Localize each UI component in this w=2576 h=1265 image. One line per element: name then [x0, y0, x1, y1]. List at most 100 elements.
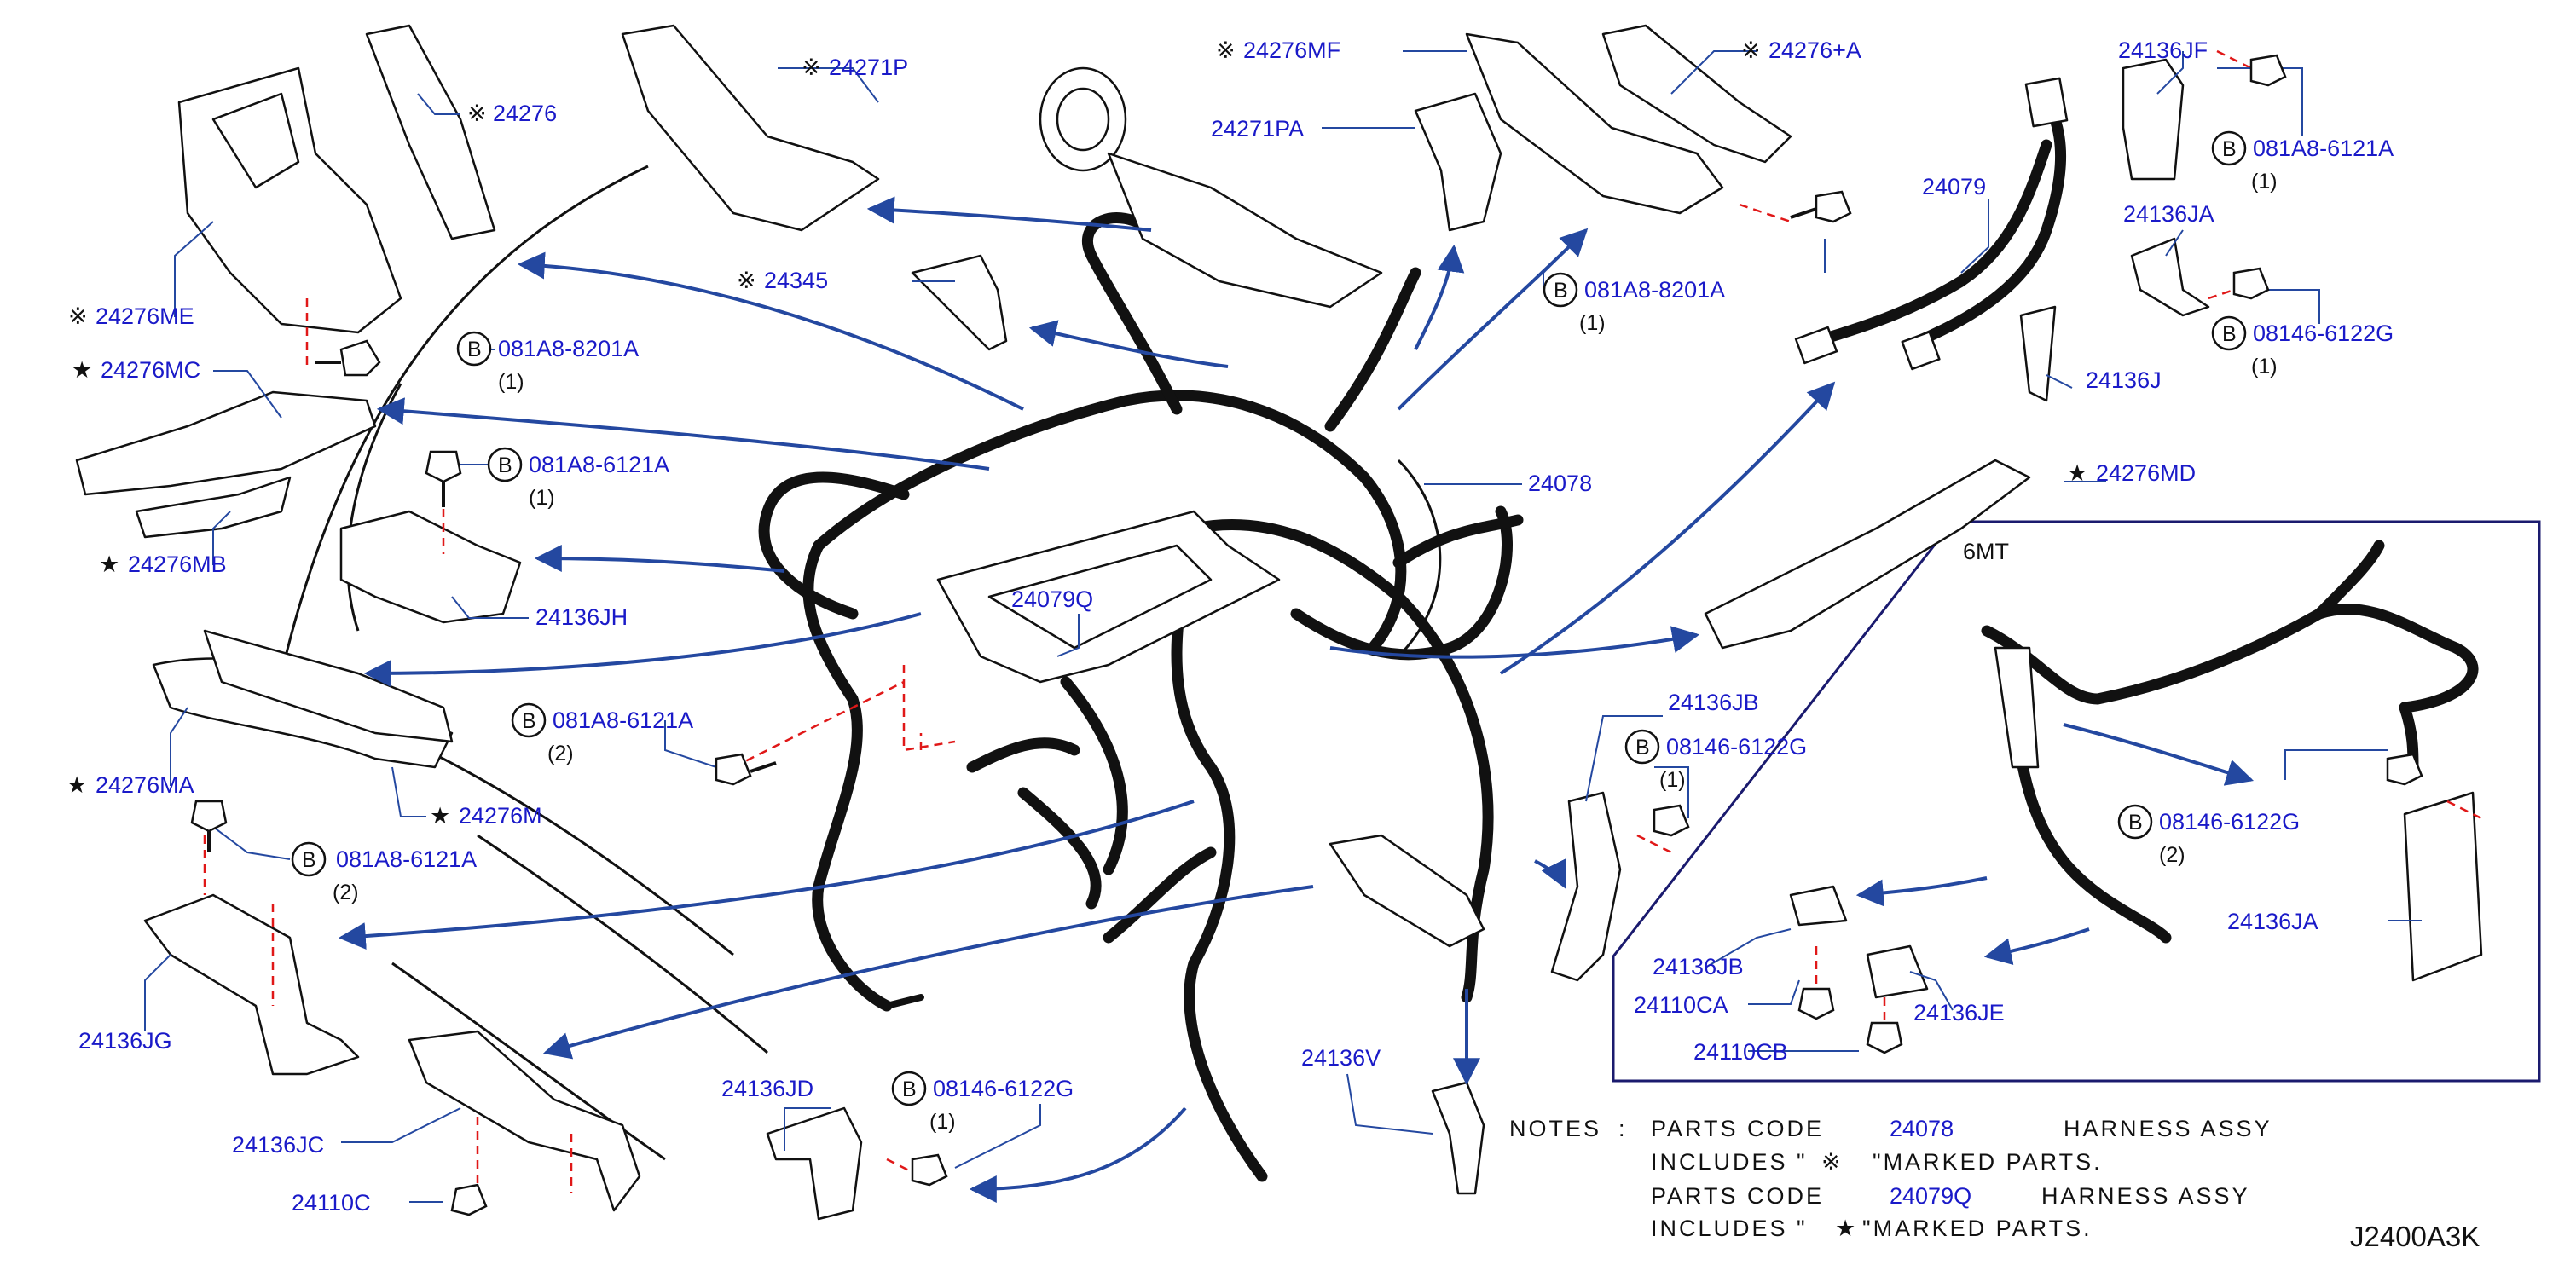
- bolt-icon: [2232, 267, 2270, 300]
- main-harness-24078: [758, 212, 1524, 1182]
- bolt-icon: [1653, 804, 1690, 837]
- star-mark-icon: ★: [99, 552, 119, 578]
- kome-mark-icon: ※: [68, 303, 88, 330]
- notes-colon: :: [1618, 1116, 1628, 1141]
- b-circle-icon: [456, 331, 492, 367]
- note-code: 24079Q: [1890, 1183, 1971, 1209]
- svg-text:B: B: [902, 1077, 917, 1101]
- b-circle-icon: [2211, 315, 2247, 351]
- star-mark-icon: ★: [2067, 460, 2087, 487]
- part-label: 24136JH: [535, 604, 628, 630]
- b-circle-icon: [2117, 804, 2153, 840]
- b-circle-icon: [891, 1071, 927, 1106]
- bolt-qty: (1): [929, 1110, 956, 1134]
- bolt-code: 08146-6122G: [1666, 734, 1807, 760]
- part-label: 24276MF: [1243, 38, 1340, 63]
- note-text: HARNESS ASSY: [2041, 1183, 2250, 1209]
- note-text: INCLUDES ": [1651, 1216, 1808, 1241]
- bolt-qty: (1): [529, 486, 555, 510]
- note-text: "MARKED PARTS.: [1862, 1216, 2093, 1241]
- part-label: 24110C: [292, 1190, 371, 1216]
- guide-curves: [284, 165, 1442, 1161]
- part-label: 24136JA: [2227, 909, 2318, 934]
- bolt-icon: [315, 339, 381, 377]
- part-label: 24276MC: [101, 357, 200, 383]
- dash-frame-24079Q: [936, 510, 1281, 684]
- star-mark-icon: ★: [72, 357, 92, 384]
- svg-text:B: B: [1554, 279, 1568, 303]
- bolt-code: 081A8-6121A: [2253, 136, 2394, 161]
- kome-mark-icon: ※: [1741, 38, 1761, 64]
- b-circle-icon: [1543, 272, 1578, 308]
- b-circles: B B B B B B B B B B: [291, 130, 2247, 1106]
- part-label: 24276: [493, 101, 557, 126]
- part-label: 24345: [764, 268, 828, 293]
- bolt-code: 081A8-8201A: [498, 336, 639, 361]
- diagram-reference-code: J2400A3K: [2350, 1221, 2480, 1252]
- bolt-icon: [911, 1153, 948, 1187]
- part-label: 24276MD: [2096, 460, 2196, 486]
- part-outlines: [75, 24, 2210, 1221]
- part-label: 24136JB: [1668, 690, 1759, 715]
- notes-label: NOTES: [1509, 1116, 1601, 1141]
- svg-text:B: B: [467, 338, 482, 361]
- bolt-code: 081A8-6121A: [336, 846, 477, 872]
- bolts: [190, 54, 2423, 1216]
- svg-text:B: B: [2222, 137, 2237, 161]
- bolt-icon: [1866, 1021, 1903, 1054]
- part-label: 24136JF: [2118, 38, 2208, 63]
- bolt-icon: [2249, 54, 2287, 87]
- dash-lines: [203, 49, 2482, 1193]
- assembly-arrows: [338, 196, 2255, 1203]
- kome-mark-icon: ※: [802, 55, 821, 81]
- bolt-code: 08146-6122G: [2159, 809, 2300, 835]
- bolt-icon: [190, 800, 228, 852]
- svg-text:B: B: [2128, 811, 2143, 835]
- b-circle-icon: [2211, 130, 2247, 166]
- part-label: 24136JE: [1913, 1000, 2005, 1025]
- star-mark-icon: ★: [67, 772, 87, 799]
- part-label: 24276ME: [96, 303, 194, 329]
- bolt-qty: (2): [333, 881, 359, 904]
- part-label: 24110CA: [1634, 992, 1728, 1018]
- part-label: 24276MB: [128, 552, 227, 577]
- star-mark-icon: ★: [430, 803, 450, 829]
- part-label: 24079Q: [1011, 586, 1093, 612]
- b-circle-icon: [1624, 729, 1660, 765]
- bolt-qty: (1): [2251, 355, 2278, 378]
- part-label: 24136V: [1301, 1045, 1381, 1071]
- bolt-code: 081A8-6121A: [529, 452, 669, 477]
- part-label: 24110CB: [1693, 1039, 1788, 1065]
- harness-24079: [1794, 77, 2069, 371]
- bolt-icon: [425, 450, 462, 507]
- part-label: 24136J: [2086, 367, 2162, 393]
- svg-text:B: B: [2222, 322, 2237, 346]
- kome-mark-icon: ※: [737, 268, 756, 294]
- bolt-qty: (2): [2159, 843, 2185, 867]
- part-label: 24136JG: [78, 1028, 172, 1054]
- bolt-icon: [450, 1183, 488, 1216]
- part-label: 24276+A: [1768, 38, 1861, 63]
- star-mark-icon: ★: [1835, 1216, 1855, 1242]
- svg-text:B: B: [498, 453, 512, 477]
- part-label: 24078: [1528, 471, 1592, 496]
- svg-text:B: B: [1635, 736, 1650, 760]
- bolt-code: 081A8-6121A: [553, 708, 693, 733]
- bolt-icon: [1790, 190, 1852, 223]
- part-label: 24276M: [459, 803, 542, 829]
- b-circle-icon: [511, 702, 547, 738]
- bolt-code: 08146-6122G: [933, 1076, 1074, 1101]
- part-label: 24276MA: [96, 772, 194, 798]
- bolt-qty: (1): [498, 370, 524, 394]
- bolt-code: 081A8-8201A: [1584, 277, 1725, 303]
- bolt-icon: [2386, 753, 2423, 786]
- svg-text:B: B: [302, 848, 316, 872]
- inset-6mt: 6MT: [1612, 520, 2541, 1083]
- bolt-code: 08146-6122G: [2253, 321, 2394, 346]
- svg-text:B: B: [522, 709, 536, 733]
- part-label: 24136JC: [232, 1132, 324, 1158]
- part-label: 24136JB: [1653, 954, 1744, 979]
- kome-mark-icon: ※: [1216, 38, 1236, 64]
- note-text: INCLUDES ": [1651, 1149, 1808, 1175]
